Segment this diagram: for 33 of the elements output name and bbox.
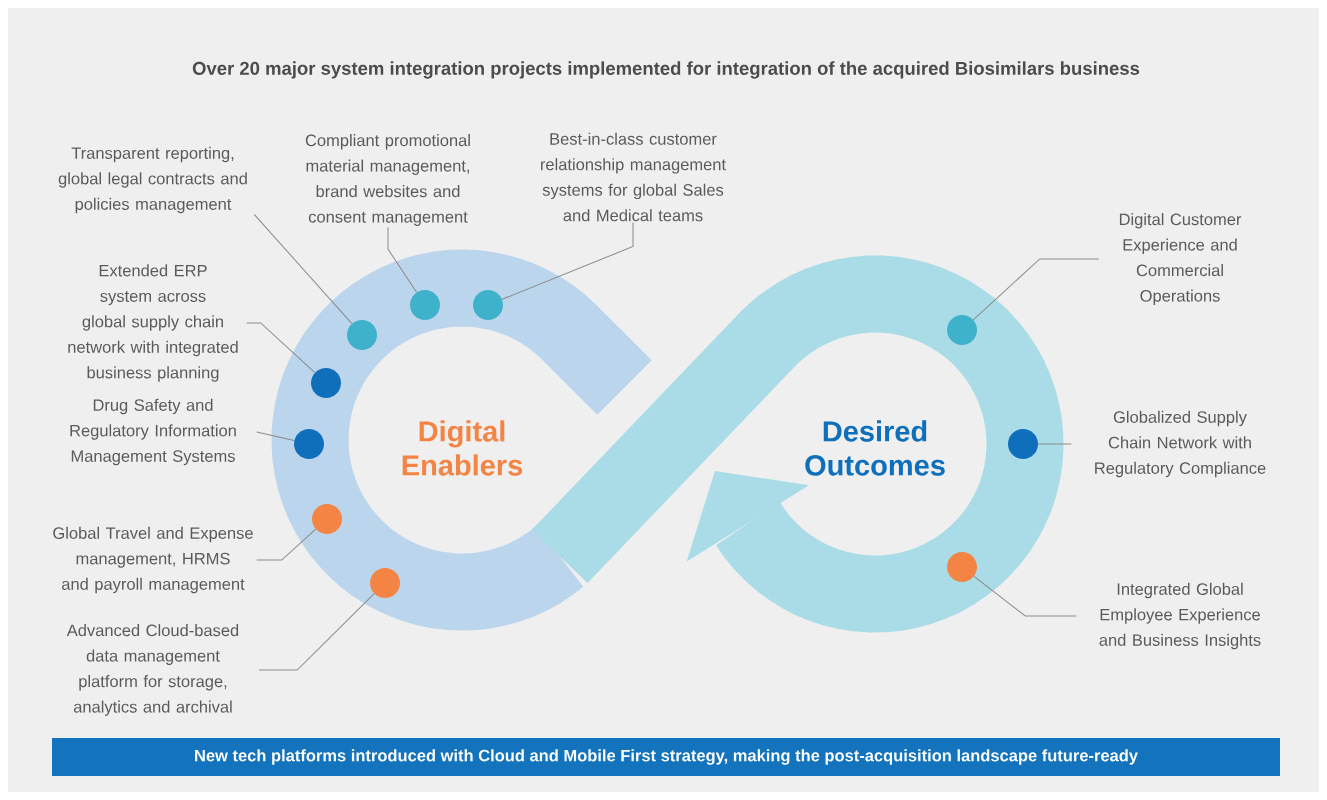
- leader-text: Drug Safety and Regulatory Information Management Systems: [70, 398, 236, 466]
- dot: [294, 429, 324, 459]
- dot: [347, 320, 377, 350]
- title: Over 20 major system integration projects implemented for integration of the acquired Biosimilars business: [192, 61, 1140, 79]
- leader-line: [256, 528, 317, 561]
- leader-line: [253, 213, 353, 325]
- leader-text: Transparent reporting, global legal contracts and policies management: [58, 146, 247, 214]
- leader-text: Advanced Cloud-based data management platform for storage, analytics and archival: [66, 624, 239, 716]
- leader-line: [258, 593, 375, 671]
- leader-text: Best-in-class customer relationship management systems for global Sales and Medical teams: [541, 132, 726, 222]
- dot: [1008, 429, 1038, 459]
- leader-text: Compliant promotional material management, brand websites and consent management: [305, 134, 470, 226]
- leader-line: [972, 258, 1100, 321]
- dot: [312, 504, 342, 534]
- leader-text: Globalized Supply Chain Network with Regulatory Compliance: [1095, 410, 1266, 478]
- dot: [947, 315, 977, 345]
- dot: [473, 290, 503, 320]
- leader-line: [246, 322, 316, 374]
- dot: [311, 368, 341, 398]
- banner: New tech platforms introduced with Cloud and Mobile First strategy, making the post-acquisition landscape future-ready: [52, 738, 1280, 776]
- leader-text: Global Travel and Expense management, HRMS and payroll management: [53, 526, 253, 594]
- leader-line: [1037, 443, 1072, 445]
- dot: [370, 568, 400, 598]
- leader-line: [501, 222, 634, 300]
- center-label: Digital Enablers: [402, 420, 523, 476]
- leader-line: [973, 575, 1077, 617]
- leader-text: Digital Customer Experience and Commercial Operations: [1119, 213, 1242, 305]
- leader-text: Extended ERP system across global supply chain network with integrated business planning: [68, 264, 238, 382]
- center-label: Desired Outcomes: [805, 420, 945, 476]
- leader-line: [387, 226, 418, 293]
- leader-text: Integrated Global Employee Experience and Business Insights: [1099, 582, 1261, 650]
- dot: [410, 290, 440, 320]
- dot: [947, 552, 977, 582]
